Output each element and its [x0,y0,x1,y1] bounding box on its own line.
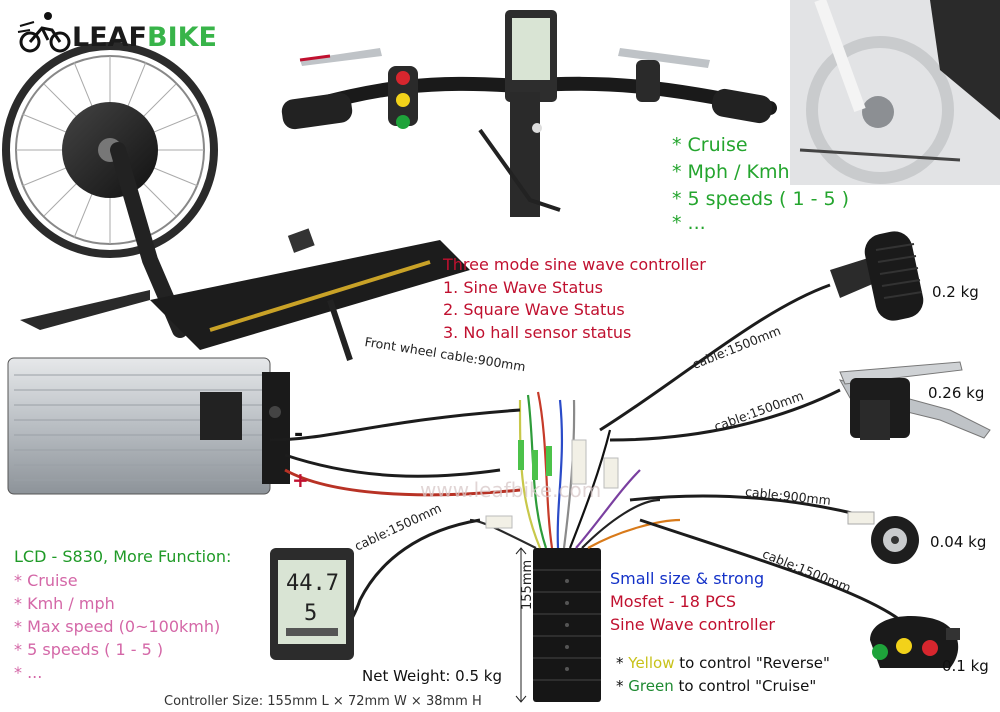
switch-note-green-word: Green [628,677,674,695]
controller-desc-1: Small size & strong [610,569,765,588]
lcd-feature-5: * ... [14,663,43,682]
pas-sensor-image [847,511,919,564]
controller-image [515,547,601,703]
controller-mode-1: 1. Sine Wave Status [443,278,604,297]
pas-sensor-weight: 0.04 kg [930,533,987,551]
brake-disc-image [790,0,1000,185]
controller-desc-3: Sine Wave controller [610,615,775,634]
switch-weight: 0.1 kg [942,657,989,675]
switch-note-yellow-word: Yellow [628,654,675,672]
switch-note-green-prefix: * [616,677,629,695]
bike-frame-image [20,142,470,361]
switch-note-green-rest: to control "Cruise" [673,677,817,695]
brand-part2: BIKE [147,22,217,53]
lcd-s830-image: 44.7 5 [270,548,354,660]
brand-part1: LEAF [72,22,147,53]
lcd-feature-2: * Kmh / mph [14,594,115,613]
svg-text:44.7: 44.7 [286,571,339,596]
lcd-feature-3: * Max speed (0~100kmh) [14,617,221,636]
lcd-feature-1: * Cruise [14,571,78,590]
controller-mode-2: 2. Square Wave Status [443,300,625,319]
throttle-image [830,231,924,321]
battery-minus-label: - [294,422,304,447]
controller-desc-2: Mosfet - 18 PCS [610,592,737,611]
cables [269,283,901,652]
throttle-weight: 0.2 kg [932,283,979,301]
controller-size-label: Controller Size: 155mm L × 72mm W × 38mm… [164,694,482,709]
controller-net-weight: Net Weight: 0.5 kg [362,667,503,685]
brand-logo: LEAFBIKE [72,22,217,53]
switch-note-yellow-prefix: * [616,654,629,672]
svg-text:5: 5 [304,601,317,626]
brake-lever-image [838,361,991,440]
switch-note-yellow: * Yellow to control "Reverse" [616,654,830,672]
brake-lever-weight: 0.26 kg [928,384,985,402]
battery-plus-label: + [292,468,309,492]
wire-bundle [469,391,681,549]
switch-note-yellow-rest: to control "Reverse" [674,654,830,672]
handlebar-feature-1: * Cruise [672,134,748,156]
lcd-feature-4: * 5 speeds ( 1 - 5 ) [14,640,164,659]
battery-image [7,357,290,495]
switch-note-green: * Green to control "Cruise" [616,677,816,695]
lcd-title: LCD - S830, More Function: [14,547,232,566]
handlebar-feature-3: * 5 speeds ( 1 - 5 ) [672,188,850,210]
controller-modes-title: Three mode sine wave controller [443,255,706,274]
controller-mode-3: 3. No hall sensor status [443,323,632,342]
function-switch-image [870,616,960,668]
watermark: www.leafbike.com [420,478,602,502]
handlebar-image [281,10,777,217]
handlebar-feature-2: * Mph / Kmh [672,161,790,183]
controller-height-label: 155mm [520,559,535,610]
logo-cyclist-icon [17,12,71,53]
handlebar-feature-4: * ... [672,212,706,234]
